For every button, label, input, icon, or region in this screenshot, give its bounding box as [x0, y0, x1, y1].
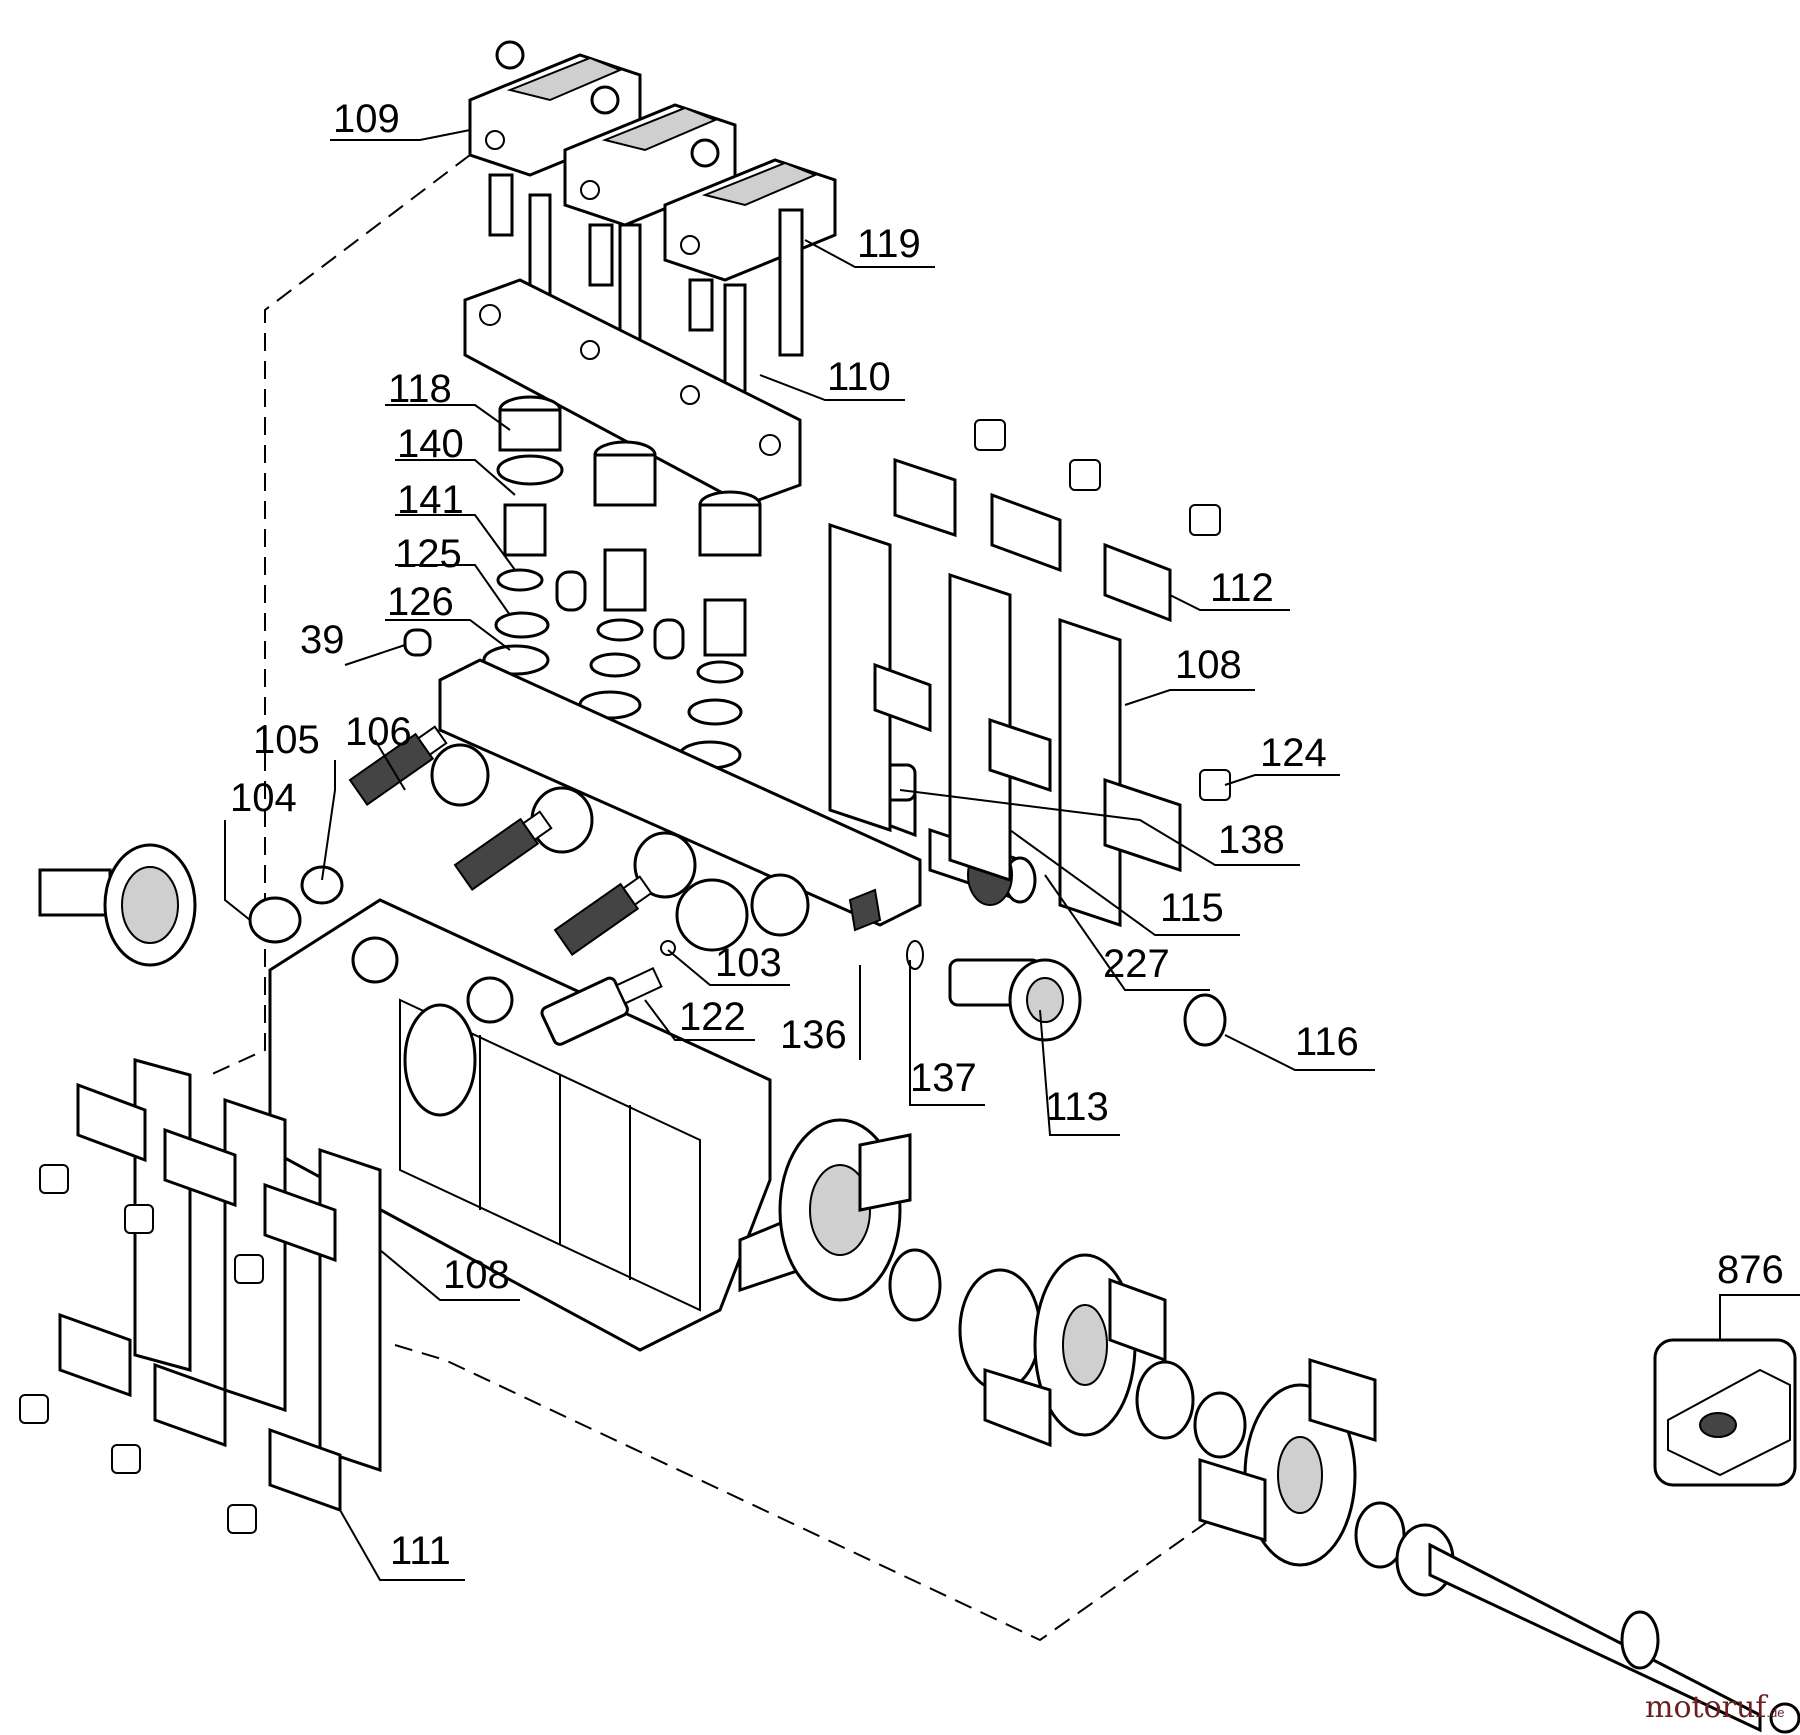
bolts-and-pistons	[528, 193, 804, 417]
crankcase	[268, 898, 772, 1352]
callout-136: 136	[780, 1013, 847, 1057]
callout-116: 116	[1295, 1020, 1359, 1064]
bearing-left	[38, 843, 197, 967]
manifold	[430, 658, 922, 952]
watermark-brand: motoruf	[1645, 1690, 1767, 1725]
callout-108-upper: 108	[1175, 643, 1242, 687]
callout-103: 103	[715, 941, 782, 985]
callout-110: 110	[827, 355, 891, 399]
callout-112: 112	[1210, 566, 1274, 610]
callout-108-lower: 108	[443, 1253, 510, 1297]
callout-118: 118	[388, 367, 452, 411]
callout-876: 876	[1717, 1248, 1784, 1292]
callout-137: 137	[910, 1056, 977, 1100]
callout-125: 125	[395, 532, 462, 576]
callout-106: 106	[345, 710, 412, 754]
seal-kit-box	[1653, 1338, 1797, 1487]
callout-109: 109	[333, 97, 400, 141]
crankshaft-assembly	[738, 1118, 1800, 1734]
clip-brackets-right	[828, 419, 1231, 928]
callout-138: 138	[1218, 818, 1285, 862]
clip-brackets-left	[19, 1058, 382, 1534]
callout-119: 119	[857, 222, 921, 266]
seal-retainer-plate	[463, 278, 802, 507]
callout-140: 140	[397, 422, 464, 466]
callout-124: 124	[1260, 731, 1327, 775]
callout-122: 122	[679, 995, 746, 1039]
callout-111: 111	[390, 1529, 451, 1573]
callout-141: 141	[397, 478, 464, 522]
callout-105: 105	[253, 718, 320, 762]
callout-104: 104	[230, 776, 297, 820]
callout-126: 126	[387, 580, 454, 624]
callout-115: 115	[1160, 886, 1224, 930]
leader-lines	[224, 129, 1800, 1581]
callout-39: 39	[300, 618, 345, 662]
watermark: motoruf.de	[1645, 1690, 1784, 1725]
callout-227: 227	[1103, 942, 1170, 986]
callout-113: 113	[1045, 1085, 1109, 1129]
drain-plug	[248, 865, 344, 944]
watermark-tld: .de	[1766, 1705, 1785, 1720]
dashed-guide-lines	[209, 154, 1211, 1642]
